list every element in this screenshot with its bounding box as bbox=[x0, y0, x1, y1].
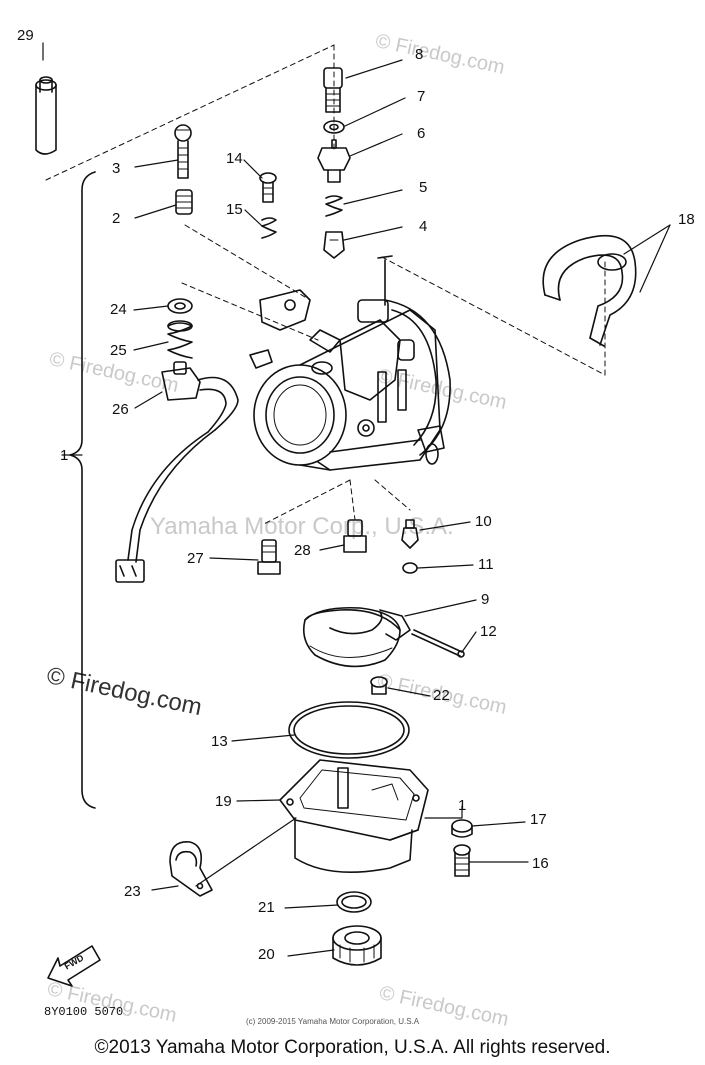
label-28: 28 bbox=[294, 542, 311, 559]
label-15: 15 bbox=[226, 201, 243, 218]
label-23: 23 bbox=[124, 883, 141, 900]
label-21: 21 bbox=[258, 899, 275, 916]
part-4-needle bbox=[323, 231, 345, 259]
part-16-screw bbox=[453, 844, 471, 877]
label-16: 16 bbox=[532, 855, 549, 872]
part-5-spring bbox=[325, 195, 343, 217]
part-22-screw bbox=[370, 676, 388, 695]
part-8-screw bbox=[323, 67, 343, 113]
part-11-clip bbox=[402, 562, 418, 574]
label-6: 6 bbox=[417, 125, 426, 142]
label-22: 22 bbox=[433, 687, 450, 704]
label-7: 7 bbox=[417, 88, 426, 105]
label-24: 24 bbox=[110, 301, 127, 318]
part-26-sensor bbox=[115, 361, 239, 583]
label-4: 4 bbox=[419, 218, 428, 235]
label-8: 8 bbox=[415, 46, 424, 63]
label-2: 2 bbox=[112, 210, 121, 227]
part-9-float bbox=[302, 606, 411, 668]
part-10-needle bbox=[401, 519, 419, 549]
carburetor-body bbox=[249, 255, 451, 471]
part-27-jet bbox=[257, 539, 281, 575]
label-11: 11 bbox=[478, 556, 494, 573]
part-28-jet bbox=[343, 519, 367, 553]
label-27: 27 bbox=[187, 550, 204, 567]
label-12: 12 bbox=[480, 623, 497, 640]
label-20: 20 bbox=[258, 946, 275, 963]
label-29: 29 bbox=[17, 27, 34, 44]
label-18: 18 bbox=[678, 211, 695, 228]
part-14-screw bbox=[259, 172, 277, 203]
label-5: 5 bbox=[419, 179, 428, 196]
part-29-tube bbox=[35, 76, 57, 155]
part-17-nut bbox=[451, 819, 473, 833]
part-21-oring bbox=[336, 891, 372, 913]
part-13-gasket bbox=[288, 701, 410, 759]
part-12-pin bbox=[411, 629, 465, 658]
fwd-arrow-shape bbox=[47, 945, 101, 987]
part-20-plug bbox=[332, 925, 382, 966]
part-23-clamp bbox=[169, 841, 213, 897]
part-24-cap bbox=[167, 298, 193, 314]
label-14: 14 bbox=[226, 150, 243, 167]
part-18-hose bbox=[542, 234, 637, 347]
part-2-spring bbox=[175, 189, 193, 215]
part-25-spring bbox=[167, 320, 193, 359]
label-25: 25 bbox=[110, 342, 127, 359]
part-7-washer bbox=[323, 120, 345, 134]
label-9: 9 bbox=[481, 591, 490, 608]
label-3: 3 bbox=[112, 160, 121, 177]
label-1-assembly: 1 bbox=[60, 447, 69, 464]
label-1-bowl: 1 bbox=[458, 797, 467, 814]
label-10: 10 bbox=[475, 513, 492, 530]
part-3-screw bbox=[174, 124, 192, 179]
part-15-spring bbox=[261, 217, 277, 239]
small-copyright: (c) 2009-2015 Yamaha Motor Corporation, … bbox=[246, 1017, 420, 1026]
diagram-code: 8Y0100 5070 bbox=[44, 1005, 124, 1019]
part-6-seat bbox=[317, 139, 351, 183]
label-13: 13 bbox=[211, 733, 228, 750]
label-19: 19 bbox=[215, 793, 232, 810]
label-17: 17 bbox=[530, 811, 547, 828]
label-26: 26 bbox=[112, 401, 129, 418]
part-19-bowl bbox=[279, 759, 429, 874]
footer-copyright: ©2013 Yamaha Motor Corporation, U.S.A. A… bbox=[94, 1037, 611, 1058]
